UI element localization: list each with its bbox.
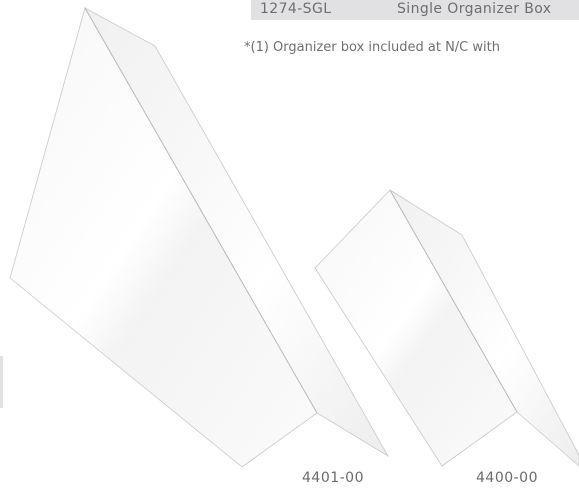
footnote: *(1) Organizer box included at N/C with bbox=[244, 40, 500, 55]
tent-sign-4400-illustration bbox=[314, 189, 579, 467]
item-code-cell: 1274-SGL bbox=[260, 1, 332, 17]
tent-sign-4401-illustration bbox=[9, 6, 390, 468]
item-description-cell: Single Organizer Box bbox=[397, 1, 552, 17]
product-code-4400: 4400-00 bbox=[476, 470, 538, 486]
page-edge-marker bbox=[0, 356, 3, 408]
product-code-4401: 4401-00 bbox=[302, 470, 364, 486]
table-row: 1274-SGL Single Organizer Box bbox=[251, 0, 579, 20]
